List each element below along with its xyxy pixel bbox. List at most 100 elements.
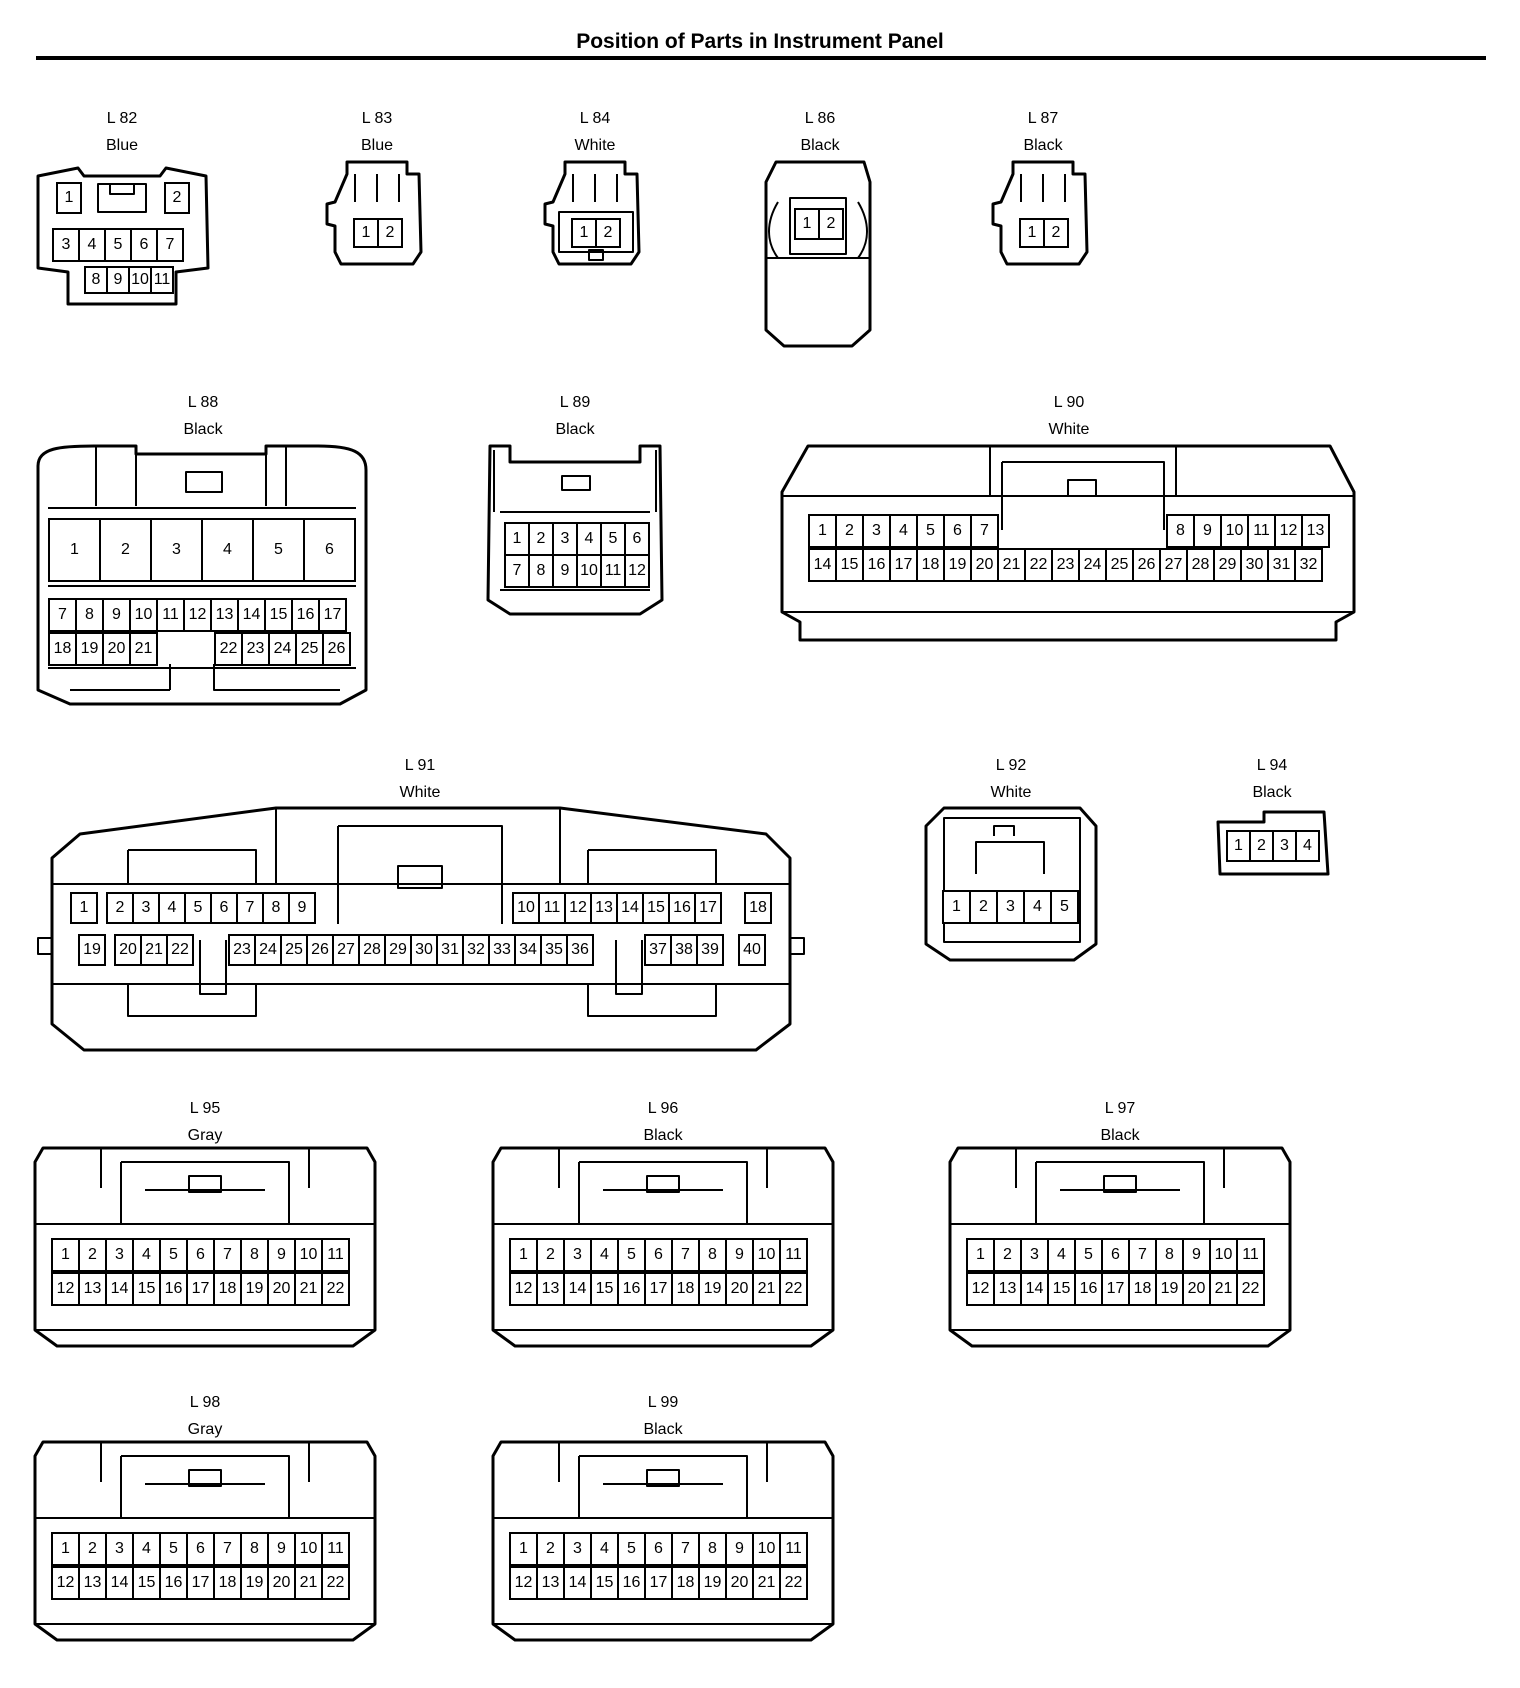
connector-id: L 90: [1053, 394, 1085, 411]
pin: 10: [752, 1532, 781, 1566]
connector-color: Gray: [187, 1127, 223, 1144]
pin: 2: [164, 182, 190, 214]
pin: 9: [725, 1532, 754, 1566]
pin: 7: [1128, 1238, 1157, 1272]
connector-color: White: [990, 784, 1032, 801]
connector-id: L 89: [559, 394, 591, 411]
pin: 2: [536, 1238, 565, 1272]
pin: 22: [321, 1566, 350, 1600]
pin: 14: [563, 1566, 592, 1600]
pin: 22: [166, 934, 194, 966]
connector-color: Black: [800, 137, 840, 154]
pin: 1: [70, 892, 98, 924]
pin: 22: [779, 1566, 808, 1600]
pin: 18: [671, 1566, 700, 1600]
pin: 9: [267, 1238, 296, 1272]
pin: 14: [105, 1272, 134, 1306]
pin: 4: [590, 1532, 619, 1566]
pin: 16: [617, 1566, 646, 1600]
pin: 1: [56, 182, 82, 214]
pin: 12: [509, 1272, 538, 1306]
pin: 29: [1213, 548, 1242, 582]
pin: 1: [942, 890, 971, 924]
connector-color: Black: [1252, 784, 1292, 801]
pin: 13: [536, 1272, 565, 1306]
connector-id: L 82: [106, 110, 138, 127]
pin: 2: [595, 218, 621, 248]
pin: 33: [488, 934, 516, 966]
connector-color: White: [574, 137, 616, 154]
pin: 3: [563, 1238, 592, 1272]
connector-color: Black: [1023, 137, 1063, 154]
pin: 2: [1249, 830, 1274, 862]
pin: 3: [105, 1238, 134, 1272]
connector-id: L 86: [804, 110, 836, 127]
pin: 40: [738, 934, 766, 966]
pin: 4: [1023, 890, 1052, 924]
pin: 13: [78, 1566, 107, 1600]
pin: 3: [862, 514, 891, 548]
pin: 2: [1043, 218, 1069, 248]
pin: 15: [590, 1566, 619, 1600]
pin: 13: [590, 892, 618, 924]
pin: 19: [698, 1566, 727, 1600]
connector-color: Blue: [105, 137, 139, 154]
pin: 9: [1182, 1238, 1211, 1272]
pin: 12: [564, 892, 592, 924]
connector-id: L 98: [189, 1394, 221, 1411]
pin: 5: [252, 518, 305, 582]
pin: 2: [536, 1532, 565, 1566]
pin: 2: [377, 218, 403, 248]
pin: 5: [617, 1238, 646, 1272]
pin: 34: [514, 934, 542, 966]
pin: 10: [1220, 514, 1249, 548]
pin: 25: [280, 934, 308, 966]
pin: 23: [1051, 548, 1080, 582]
pin: 3: [1272, 830, 1297, 862]
pin: 1: [51, 1238, 80, 1272]
pin: 10: [129, 598, 158, 632]
connector-color: Black: [643, 1127, 683, 1144]
pin: 11: [779, 1238, 808, 1272]
pin: 6: [1101, 1238, 1130, 1272]
pin: 8: [698, 1532, 727, 1566]
pin: 5: [617, 1532, 646, 1566]
pin: 15: [132, 1272, 161, 1306]
pin: 14: [105, 1566, 134, 1600]
pin: 17: [1101, 1272, 1130, 1306]
pin: 1: [794, 208, 820, 240]
pin: 38: [670, 934, 698, 966]
pin: 35: [540, 934, 568, 966]
pin: 18: [916, 548, 945, 582]
pin: 19: [78, 934, 106, 966]
pin: 21: [752, 1272, 781, 1306]
pin: 2: [969, 890, 998, 924]
pin: 6: [624, 522, 650, 556]
pin: 3: [1020, 1238, 1049, 1272]
connector-id: L 94: [1256, 757, 1288, 774]
connector-id: L 99: [647, 1394, 679, 1411]
pin: 8: [528, 554, 554, 588]
connector-color: Black: [183, 421, 223, 438]
pin: 12: [51, 1272, 80, 1306]
pin: 11: [321, 1532, 350, 1566]
pin: 3: [105, 1532, 134, 1566]
pin: 7: [504, 554, 530, 588]
pin: 19: [75, 632, 104, 666]
pin: 6: [644, 1532, 673, 1566]
pin: 20: [267, 1272, 296, 1306]
pin: 11: [156, 598, 185, 632]
connector-color: Black: [643, 1421, 683, 1438]
pin: 15: [642, 892, 670, 924]
pin: 1: [571, 218, 597, 248]
pin: 9: [288, 892, 316, 924]
pin: 20: [725, 1566, 754, 1600]
pin: 14: [808, 548, 837, 582]
pin: 18: [744, 892, 772, 924]
